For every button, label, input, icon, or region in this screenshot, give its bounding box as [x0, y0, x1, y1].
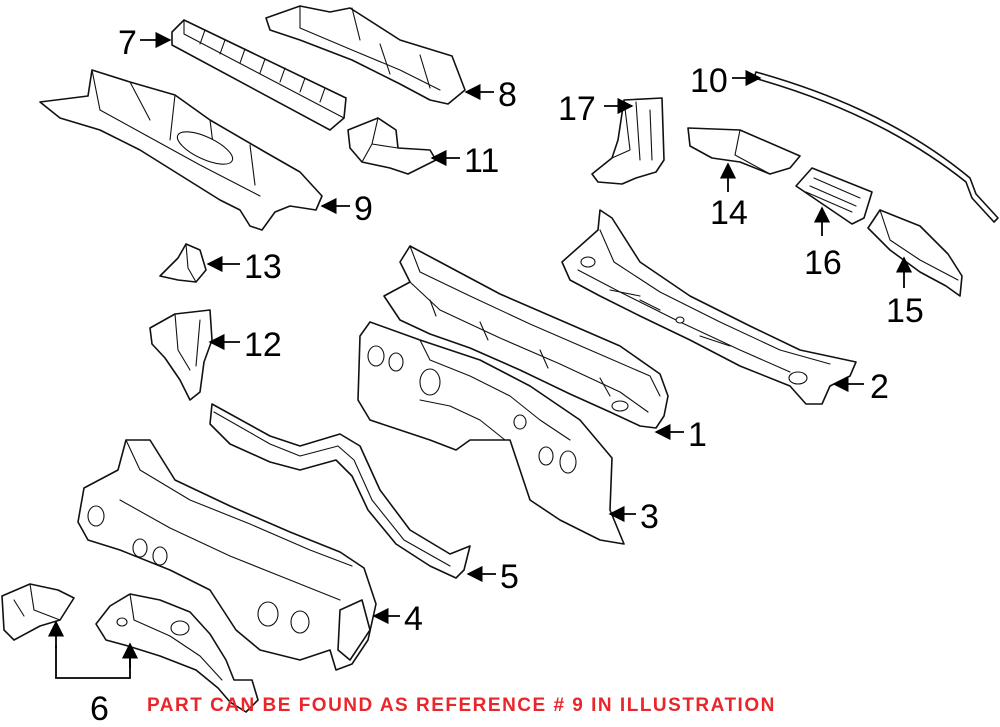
part-16-shape — [795, 167, 873, 225]
part-5-shape — [209, 403, 471, 579]
reference-note: PART CAN BE FOUND AS REFERENCE # 9 IN IL… — [147, 695, 776, 716]
part-12-shape — [149, 309, 213, 401]
callout-16: 16 — [804, 244, 842, 282]
callout-7: 7 — [118, 24, 137, 62]
callout-4: 4 — [404, 600, 423, 638]
part-3-shape — [357, 321, 625, 545]
callout-9: 9 — [354, 190, 373, 228]
part-7-shape — [171, 19, 347, 131]
callout-11: 11 — [464, 142, 499, 180]
part-9-shape — [39, 69, 323, 231]
callout-14: 14 — [710, 194, 748, 232]
part-17-shape — [591, 97, 665, 185]
leader-6 — [55, 646, 131, 679]
callout-17: 17 — [558, 90, 596, 128]
part-10-shape — [753, 71, 999, 223]
callout-6: 6 — [90, 690, 109, 727]
callout-15: 15 — [886, 292, 924, 330]
part-11-shape — [347, 117, 437, 175]
part-1-shape — [383, 245, 669, 429]
part-15-shape — [867, 209, 963, 297]
part-8-shape — [265, 5, 466, 105]
callout-3: 3 — [640, 498, 659, 536]
callout-1: 1 — [688, 416, 707, 454]
callout-10: 10 — [690, 62, 728, 100]
callout-13: 13 — [244, 248, 282, 286]
part-4-shape — [77, 439, 377, 671]
callout-5: 5 — [500, 558, 519, 596]
leader-lines — [47, 31, 913, 679]
callout-2: 2 — [870, 368, 889, 406]
callout-12: 12 — [244, 326, 282, 364]
part-13-shape — [159, 243, 207, 283]
callout-labels: 7 8 9 11 17 10 14 16 15 13 12 2 1 3 5 4 … — [90, 24, 924, 727]
part-14-shape — [687, 127, 801, 175]
callout-8: 8 — [498, 76, 517, 114]
part-6-shape — [1, 583, 259, 713]
